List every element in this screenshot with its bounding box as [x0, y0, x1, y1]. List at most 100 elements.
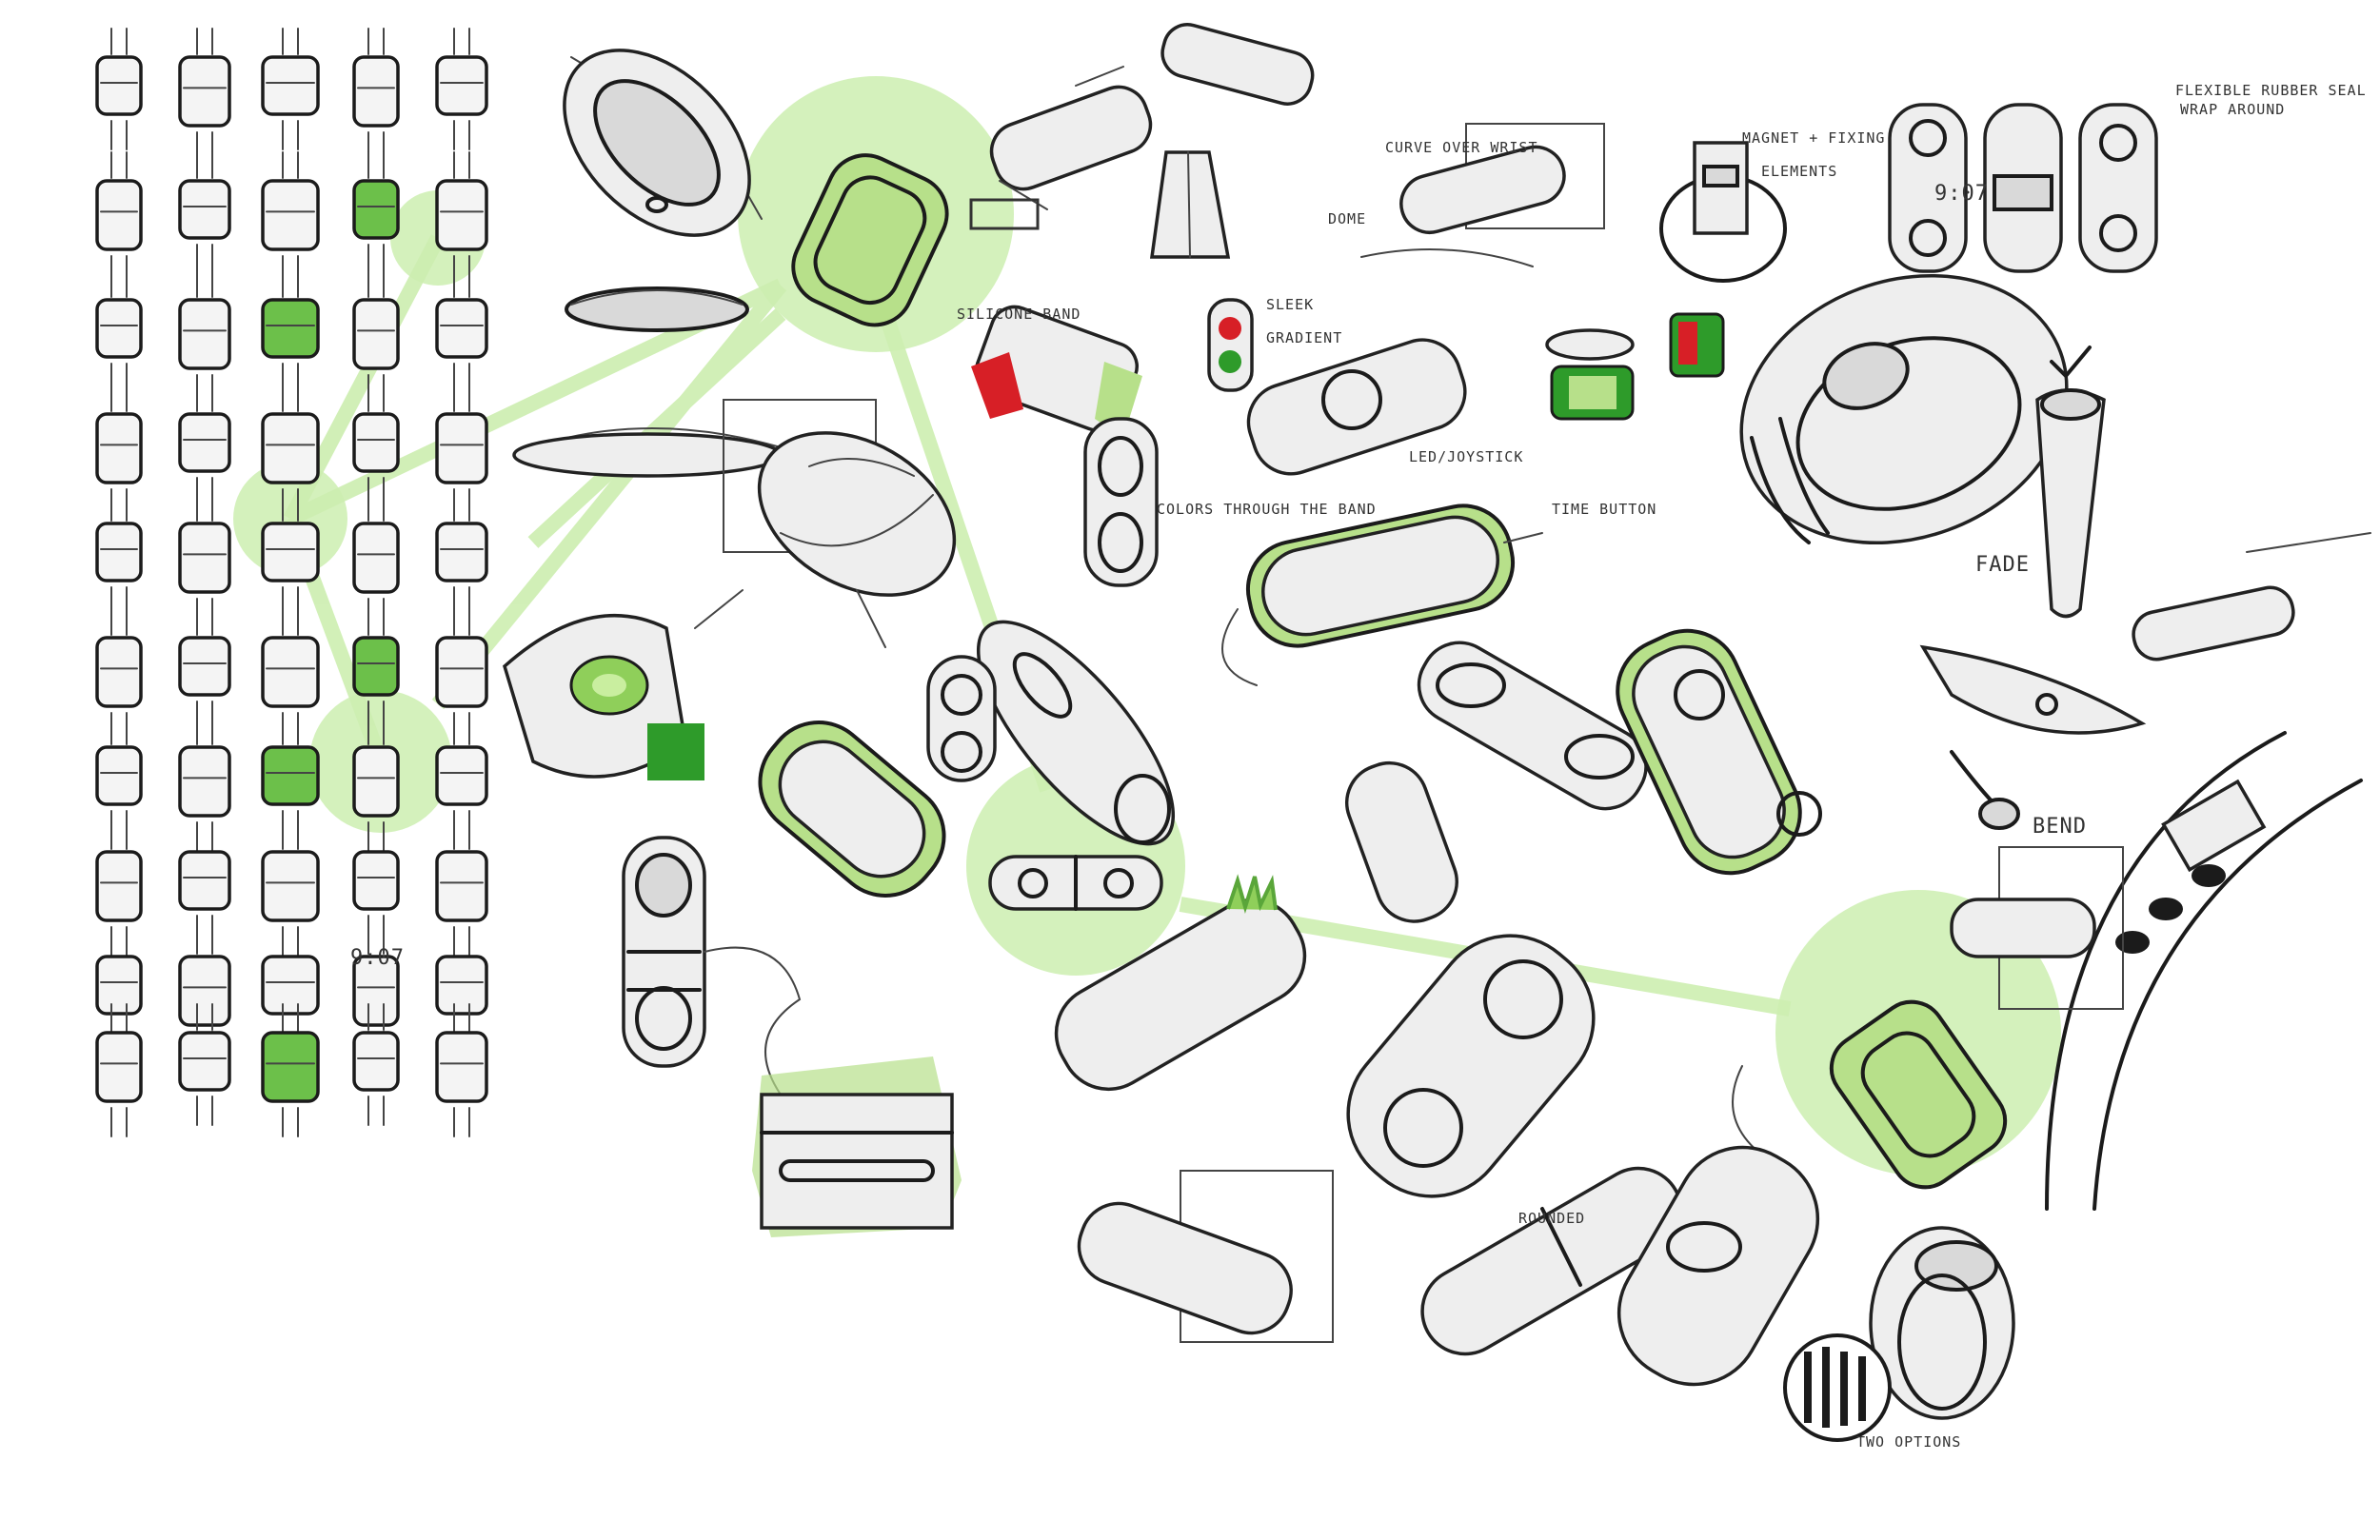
thumbnail-strap [282, 927, 299, 1050]
annotation-gradient: GRADIENT [1266, 329, 1342, 346]
thumbnail-sketch [352, 636, 400, 697]
thumbnail-sketch [261, 298, 320, 359]
thumbnail-strap [282, 494, 299, 617]
sketch-top-right-clip [2132, 532, 2371, 661]
sketch-oval-hole [1616, 1145, 1820, 1387]
annotation-curve-wrist: CURVE OVER WRIST [1385, 139, 1538, 156]
thumbnail-strap [282, 822, 299, 957]
sketch-vertical-gradient [1207, 298, 1254, 392]
thumbnail-sketch [95, 955, 143, 1016]
annotation-flexible-seal: FLEXIBLE RUBBER SEAL [2175, 82, 2367, 99]
thumbnail-strap [367, 385, 385, 507]
thumbnail-sketch [435, 636, 488, 708]
thumbnail-strap [453, 270, 470, 393]
thumbnail-sketch [352, 298, 400, 370]
sketch-green-red-band [971, 305, 1142, 438]
connector-line [431, 280, 787, 710]
thumbnail-sketch [352, 55, 400, 128]
thumbnail-sketch [261, 850, 320, 922]
sketch-led-joystick [1246, 338, 1467, 476]
sketch-sensor-finger [503, 613, 704, 780]
thumbnail-strap [453, 494, 470, 617]
thumbnail-sketch [178, 55, 231, 128]
thumbnail-strap [367, 1003, 385, 1126]
sketch-time-button-band [1417, 641, 1648, 811]
thumbnail-strap [110, 270, 128, 393]
thumbnail-sketch [435, 522, 488, 582]
thumbnail-sketch [178, 850, 231, 911]
sketch-curve-wrist [1360, 123, 1605, 267]
thumbnail-sketch [352, 412, 400, 473]
thumbnail-sketch [261, 522, 320, 582]
thumbnail-sketch-grid [95, 28, 488, 1137]
thumbnail-strap [367, 28, 385, 162]
thumbnail-sketch [435, 745, 488, 806]
sketch-capsule-vertical [1083, 417, 1159, 587]
thumbnail-strap [367, 494, 385, 628]
sketch-arrow-pill [988, 855, 1163, 911]
annotation-fade: FADE [1975, 553, 2030, 577]
thumbnail-strap [196, 385, 213, 507]
sketch-ring-magnet [1659, 141, 1787, 283]
thumbnail-strap [110, 385, 128, 519]
thumbnail-strap [453, 385, 470, 519]
thumbnail-sketch [95, 412, 143, 484]
sketch-egg-shell [694, 431, 957, 648]
thumbnail-strap [110, 822, 128, 957]
sketch-tower [1149, 150, 1231, 259]
thumbnail-strap [282, 718, 299, 840]
annotation-dome: DOME [1328, 210, 1366, 227]
thumbnail-sketch [178, 955, 231, 1027]
thumbnail-sketch [95, 179, 143, 251]
thumbnail-strap [367, 822, 385, 945]
sketch-green-clip-left [758, 721, 946, 898]
sketch-leaf-clip [1919, 644, 2147, 830]
sketch-display-pills [1888, 103, 2158, 273]
thumbnail-sketch [435, 298, 488, 359]
thumbnail-strap [367, 151, 385, 274]
thumbnail-strap [196, 270, 213, 405]
thumbnail-strap [282, 1003, 299, 1137]
thumbnail-strap [453, 927, 470, 1050]
sketch-cradle-box [752, 1056, 962, 1237]
thumbnail-strap [196, 822, 213, 945]
thumbnail-sketch [178, 298, 231, 370]
thumbnail-strap [453, 28, 470, 150]
thumbnail-sketch [95, 1031, 143, 1103]
thumbnail-strap [282, 151, 299, 286]
annotation-sleek: SLEEK [1266, 296, 1314, 313]
thumbnail-strap [367, 270, 385, 405]
thumbnail-strap [196, 494, 213, 628]
annotation-magnet-fixing: MAGNET + FIXING [1742, 129, 1885, 147]
thumbnail-sketch [95, 745, 143, 806]
annotation-small-display: 9:07 [350, 946, 405, 970]
thumbnail-strap [453, 608, 470, 742]
thumbnail-sketch [178, 636, 231, 697]
sketch-small-green-watch [1545, 312, 1725, 421]
thumbnail-strap [110, 718, 128, 840]
thumbnail-sketch [261, 55, 320, 116]
thumbnail-sketch [352, 179, 400, 240]
sketch-right-green-band [1732, 999, 2008, 1190]
thumbnail-strap [110, 927, 128, 1050]
annotation-time-display: 9:07 [1934, 182, 1989, 206]
thumbnail-strap [110, 1003, 128, 1137]
thumbnail-strap [453, 1003, 470, 1137]
thumbnail-sketch [95, 850, 143, 922]
sketch-grass-band [1054, 874, 1307, 1092]
thumbnail-sketch [178, 745, 231, 818]
thumbnail-sketch [435, 850, 488, 922]
annotation-time-button: TIME BUTTON [1552, 501, 1656, 518]
thumbnail-sketch [435, 179, 488, 251]
check-mark-icon [2050, 346, 2092, 378]
thumbnail-strap [196, 608, 213, 731]
sketch-green-wide-band [1221, 503, 1543, 686]
annotation-elements: ELEMENTS [1761, 163, 1837, 180]
thumbnail-sketch [95, 522, 143, 582]
thumbnail-sketch [261, 412, 320, 484]
thumbnail-strap [196, 151, 213, 274]
thumbnail-sketch [261, 745, 320, 806]
thumbnail-sketch [352, 1031, 400, 1092]
sketch-flat-disc [565, 286, 749, 332]
